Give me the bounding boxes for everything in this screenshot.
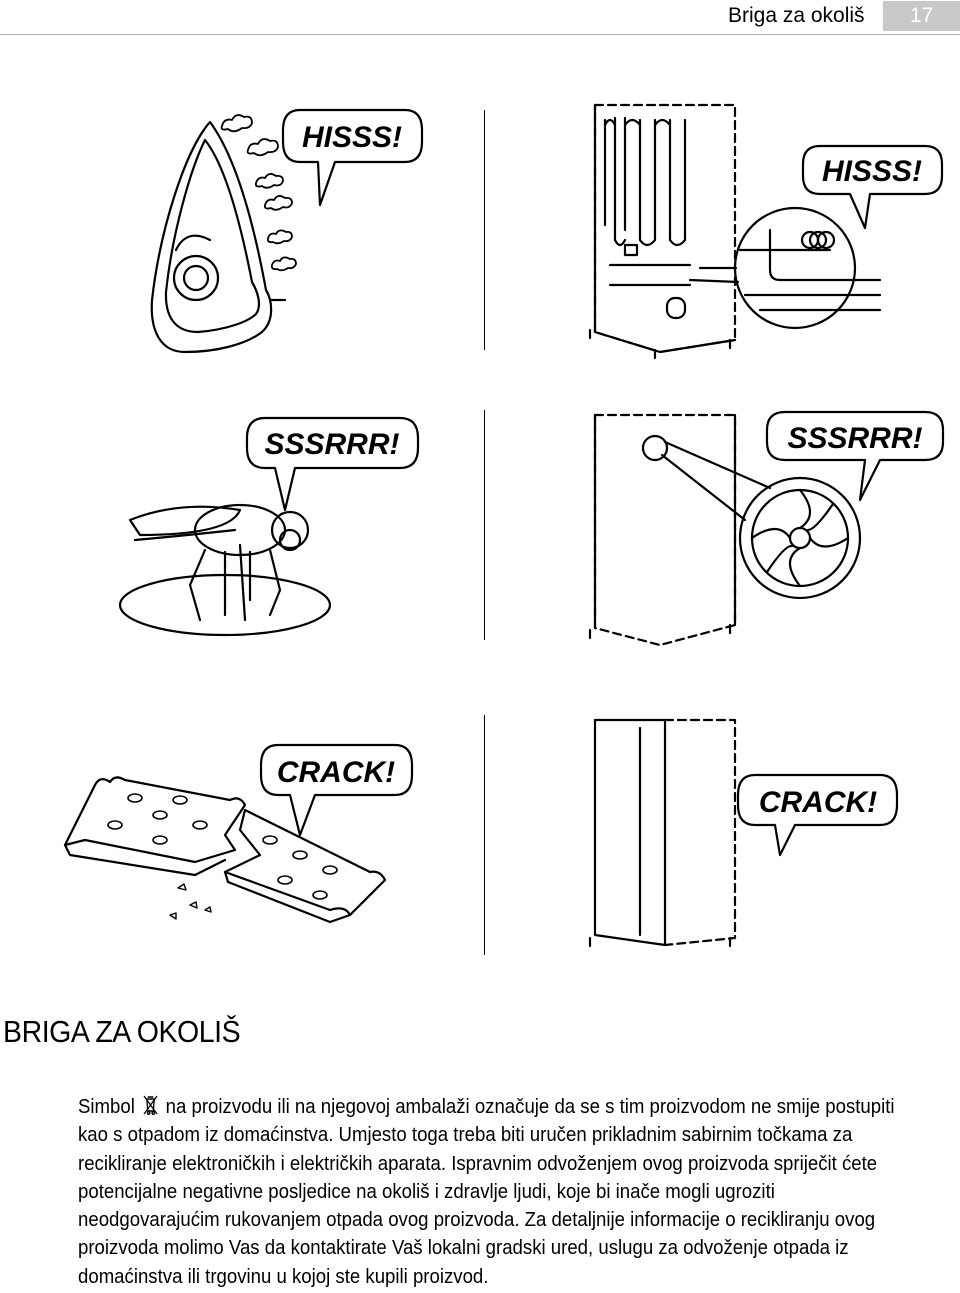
svg-text:CRACK!: CRACK! <box>759 786 877 819</box>
column-separator <box>484 715 485 955</box>
refrigerator-back-icon <box>588 103 737 360</box>
broken-insulation-icon <box>63 776 387 924</box>
svg-text:SSSRRR!: SSSRRR! <box>264 428 399 461</box>
speech-bubble: CRACK! <box>736 773 899 857</box>
fan-magnifier-circle <box>660 440 862 600</box>
steam-icon <box>220 114 297 272</box>
paragraph-body: na proizvodu ili na njegovoj ambalaži oz… <box>78 1096 895 1288</box>
body-paragraph: Simbol na proizvodu ili na njegovoj amba… <box>78 1093 896 1291</box>
speech-bubble: HISSS! <box>281 108 424 207</box>
refrigerator-fan-icon <box>588 413 737 647</box>
speech-bubble: SSSRRR! <box>765 410 945 502</box>
header-divider <box>0 34 960 35</box>
fly-icon <box>118 503 332 637</box>
section-title: BRIGA ZA OKOLIŠ <box>3 1014 241 1049</box>
svg-text:HISSS!: HISSS! <box>302 121 402 154</box>
speech-bubble: SSSRRR! <box>245 416 420 512</box>
magnifier-circle <box>688 206 882 330</box>
speech-bubble: HISSS! <box>801 144 944 230</box>
column-separator <box>484 410 485 640</box>
column-separator <box>484 110 485 350</box>
page-number: 17 <box>883 1 960 31</box>
header-section-title: Briga za okoliš <box>728 4 865 27</box>
svg-text:HISSS!: HISSS! <box>822 155 922 188</box>
iron-icon <box>150 120 287 354</box>
illustration-panel: HISSS! HISSS! SSSRRR! <box>63 103 945 948</box>
refrigerator-door-icon <box>588 718 737 948</box>
speech-bubble: CRACK! <box>259 743 414 837</box>
svg-text:SSSRRR!: SSSRRR! <box>787 422 922 455</box>
crossed-out-bin-icon <box>143 1095 158 1116</box>
paragraph-lead: Simbol <box>78 1096 135 1118</box>
svg-text:CRACK!: CRACK! <box>277 756 395 789</box>
